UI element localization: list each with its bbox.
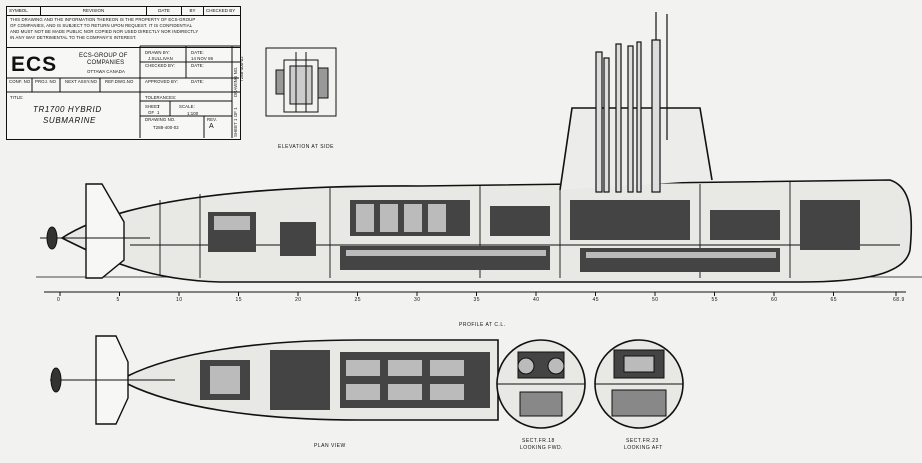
- scale-tick-label: 20: [295, 297, 302, 303]
- notice-line: OF COMPANIES, AND IS SUBJECT TO RETURN U…: [10, 23, 193, 28]
- scale-tick-label: 65: [830, 297, 838, 303]
- rev-value: A: [209, 123, 214, 130]
- company-name: ECS-GROUP OF: [79, 53, 128, 59]
- profile-label: PROFILE AT C.L.: [459, 322, 506, 328]
- drawn-date-value: 14 NOV 86: [191, 56, 214, 61]
- scale-label: SCALE:: [179, 104, 195, 109]
- drawing-title: TR1700 HYBRID: [33, 105, 102, 114]
- scale-tick-label: 50: [652, 297, 659, 303]
- sheet-value: 1: [157, 104, 160, 109]
- of-value: 1: [157, 110, 160, 115]
- section-fr23: [594, 339, 684, 429]
- conf-no-label: CONF. NO: [9, 79, 31, 84]
- date-header: DATE: [147, 7, 182, 15]
- elevation-label: ELEVATION AT SIDE: [278, 144, 334, 150]
- company-location: OTTAWA CANADA: [87, 69, 125, 74]
- checked-by-header: CHECKED BY: [206, 8, 236, 13]
- notice-row: THIS DRAWING AND THE INFORMATION THEREON…: [7, 15, 240, 48]
- scale-tick-label: 40: [533, 297, 540, 303]
- drawing-title-2: SUBMARINE: [43, 116, 96, 125]
- scale-ruler: [44, 291, 906, 296]
- scale-tick-label: 60: [771, 297, 778, 303]
- section-fr18: [496, 339, 586, 429]
- profile-view: [36, 12, 922, 283]
- drawing-no-label: DRAWING NO.: [145, 117, 176, 122]
- sheet-label: SHEET: [145, 104, 160, 109]
- approved-date-label: DATE:: [191, 79, 204, 84]
- drawing-no-value: T288-400-02: [153, 125, 179, 130]
- drawn-by-label: DRAWN BY:: [145, 50, 170, 55]
- by-header: BY: [182, 7, 204, 15]
- scale-tick-label: 5: [116, 297, 120, 303]
- notice-line: IN ANY WAY DETRIMENTAL TO THE COMPANY'S …: [10, 35, 137, 40]
- company-name-2: COMPANIES: [87, 60, 125, 66]
- plan-label: PLAN VIEW: [314, 443, 346, 449]
- sect23-sublabel: LOOKING AFT: [624, 445, 663, 451]
- notice-line: THIS DRAWING AND THE INFORMATION THEREON…: [10, 17, 196, 22]
- scale-tick-label: 35: [473, 297, 481, 303]
- revision-header: REVISION: [41, 7, 147, 15]
- ref-dwg-label: REF.DWG.NO: [105, 79, 134, 84]
- rev-label: REV.: [207, 117, 218, 122]
- proj-no-label: PROJ. NO: [35, 79, 57, 84]
- checked-date-label: DATE:: [191, 63, 204, 68]
- drawn-by-value: J.SULLIVAN: [148, 56, 173, 61]
- sect18-sublabel: LOOKING FWD.: [520, 445, 563, 451]
- next-assy-label: NEXT ASSY.NO: [65, 79, 98, 84]
- scale-tick-label: 10: [176, 297, 183, 303]
- drawn-date-label: DATE:: [191, 50, 204, 55]
- approved-by-label: APPROVED BY:: [145, 79, 178, 84]
- title-block: SYMBOL REVISION DATE BY CHECKED BY THIS …: [6, 6, 244, 140]
- notice-line: AND MUST NOT BE MADE PUBLIC NOR COPIED N…: [10, 29, 199, 34]
- sect18-label: SECT.FR.18: [522, 438, 555, 444]
- scale-tick-label: 68.9: [893, 297, 905, 303]
- scale-tick-label: 30: [414, 297, 421, 303]
- revision-header-row: SYMBOL REVISION DATE BY CHECKED BY: [7, 7, 240, 16]
- plan-view: [50, 335, 499, 425]
- symbol-header: SYMBOL: [7, 7, 41, 15]
- scale-tick-label: 15: [235, 297, 243, 303]
- title-label: TITLE:: [10, 95, 24, 100]
- of-label: OF: [148, 110, 155, 115]
- scale-tick-label: 25: [354, 297, 362, 303]
- sect23-label: SECT.FR.23: [626, 438, 659, 444]
- title-block-grid: [6, 45, 240, 138]
- elevation-view: [265, 47, 337, 117]
- tolerances-label: TOLERANCES:: [145, 95, 177, 100]
- checked-by-label: CHECKED BY:: [145, 63, 175, 68]
- scale-tick-label: 55: [711, 297, 719, 303]
- scale-value: 1:100: [187, 111, 199, 116]
- scale-tick-label: 45: [592, 297, 600, 303]
- ecs-logo: ECS: [11, 53, 58, 76]
- scale-tick-label: 0: [57, 297, 61, 303]
